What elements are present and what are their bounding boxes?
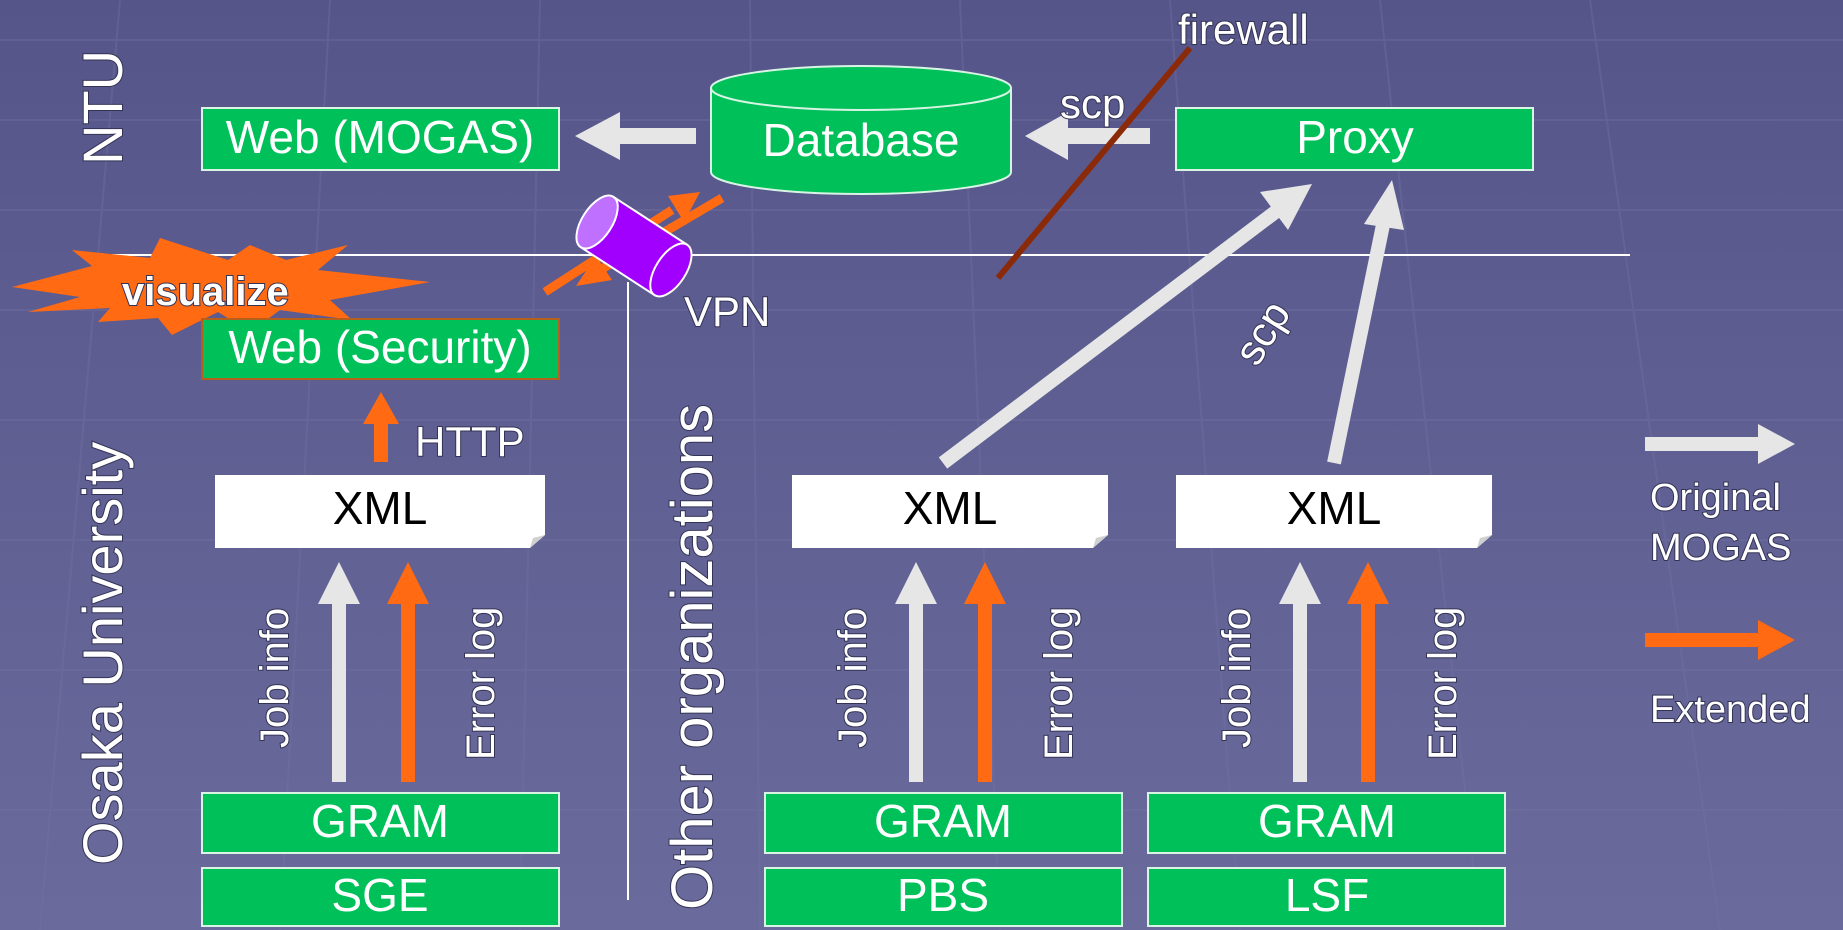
proxy-label: Proxy: [1296, 111, 1414, 163]
xml-lsf-label: XML: [1287, 482, 1382, 534]
http-arrow: [363, 392, 399, 462]
xml-lsf-doc: [1176, 475, 1492, 548]
web-security-box: [201, 318, 560, 380]
region-other-label: Other organizations: [660, 404, 725, 910]
xml-pbs-label: XML: [903, 482, 998, 534]
legend-original-label: Original MOGAS: [1650, 477, 1792, 569]
proxy-to-db-arrow: [1025, 112, 1150, 160]
legend-original-line2: MOGAS: [1650, 527, 1791, 569]
visualize-burst: [12, 238, 430, 335]
pbs-errorlog-arrow: [964, 562, 1006, 782]
http-label: HTTP: [415, 418, 525, 465]
pbs-jobinfo-label: Job info: [831, 608, 875, 748]
lsf-jobinfo-label: Job info: [1215, 608, 1259, 748]
gram-lsf-box: [1147, 792, 1506, 854]
osaka-jobinfo-label: Job info: [253, 608, 297, 748]
vpn-label: VPN: [684, 288, 770, 335]
visualize-label: visualize: [122, 270, 289, 314]
osaka-errorlog-arrow: [387, 562, 429, 782]
proxy-box: [1175, 107, 1534, 171]
pbs-errorlog-label: Error log: [1037, 607, 1081, 760]
gram-osaka-label: GRAM: [311, 795, 449, 847]
region-ntu-label: NTU: [71, 50, 134, 165]
lsf-box: [1147, 867, 1506, 927]
gram-pbs-box: [764, 792, 1123, 854]
xml-osaka-doc: [215, 475, 545, 548]
xml-osaka-label: XML: [333, 482, 428, 534]
db-to-web-arrow: [575, 112, 696, 160]
pbs-label: PBS: [897, 869, 989, 921]
osaka-errorlog-label: Error log: [459, 607, 503, 760]
xml-pbs-doc: [792, 475, 1108, 548]
web-mogas-box: [201, 107, 560, 171]
lsf-jobinfo-arrow: [1279, 562, 1321, 782]
lsf-errorlog-arrow: [1347, 562, 1389, 782]
database-label: Database: [763, 114, 960, 166]
firewall-label: firewall: [1178, 6, 1309, 53]
sge-label: SGE: [331, 869, 428, 921]
web-security-label: Web (Security): [228, 321, 531, 373]
lsf-errorlog-label: Error log: [1421, 607, 1465, 760]
legend-extended-label: Extended: [1650, 689, 1811, 731]
legend-original-arrow: [1645, 424, 1795, 464]
scp-top-label: scp: [1060, 80, 1125, 127]
gram-osaka-box: [201, 792, 560, 854]
web-mogas-label: Web (MOGAS): [226, 111, 534, 163]
firewall-line: [995, 46, 1193, 280]
osaka-jobinfo-arrow: [318, 562, 360, 782]
legend-extended-arrow: [1645, 620, 1795, 660]
vpn-cylinder: [575, 194, 693, 298]
lsf-label: LSF: [1285, 869, 1369, 921]
region-osaka-label: Osaka University: [71, 442, 134, 865]
sge-box: [201, 867, 560, 927]
gram-lsf-label: GRAM: [1258, 795, 1396, 847]
pbs-box: [764, 867, 1123, 927]
pbs-xml-to-proxy-arrow: [938, 184, 1312, 469]
lsf-xml-to-proxy-arrow: [1327, 180, 1404, 465]
legend-original-line1: Original: [1650, 477, 1781, 519]
pbs-jobinfo-arrow: [895, 562, 937, 782]
gram-pbs-label: GRAM: [874, 795, 1012, 847]
database-cylinder: [710, 65, 1012, 195]
